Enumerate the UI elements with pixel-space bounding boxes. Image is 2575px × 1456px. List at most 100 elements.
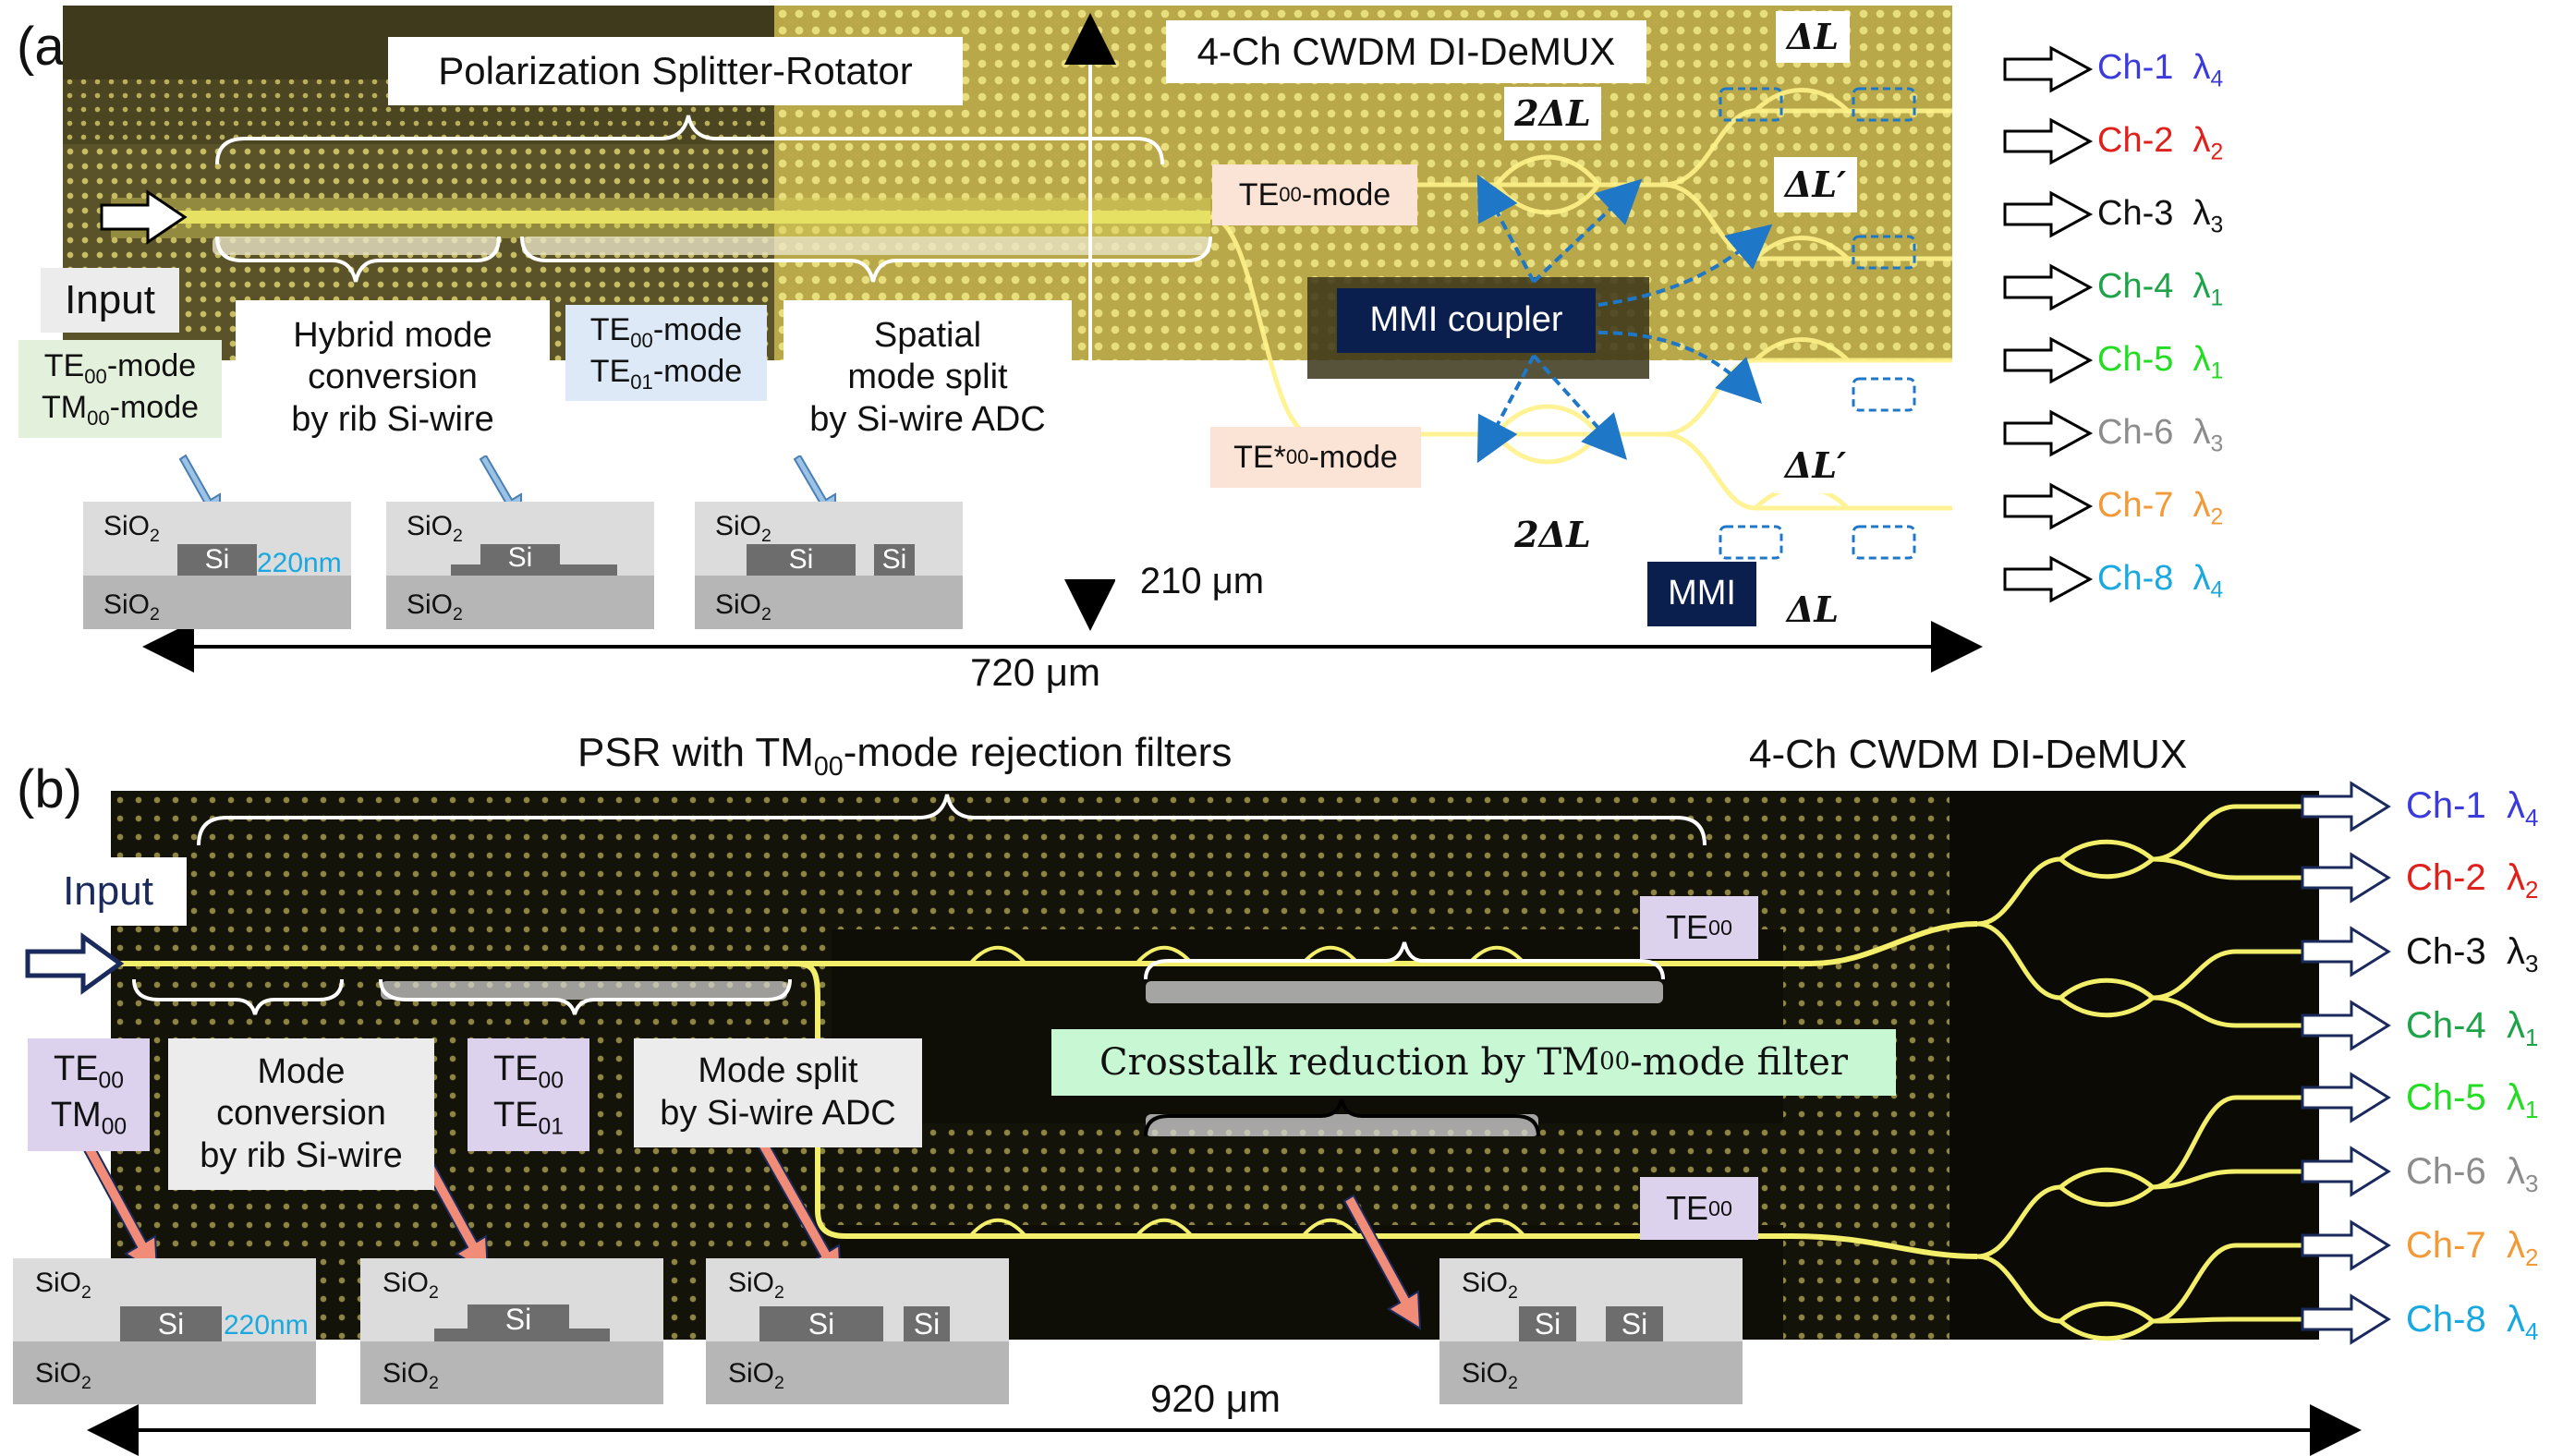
delay-dlp-bottom-a: ΔL′: [1774, 438, 1857, 493]
channel-b-8-name: Ch-8: [2406, 1299, 2486, 1340]
xsec-b3-si-wide: Si: [759, 1306, 883, 1341]
xsec-b3-sio2-top: SiO2: [728, 1268, 784, 1303]
xsec-a3-si-wide: Si: [747, 544, 856, 576]
channel-b-1-lambda: λ4: [2506, 785, 2539, 831]
delay-dl-top-a: ΔL: [1776, 11, 1850, 63]
spatial-line-3: by Si-wire ADC: [809, 399, 1046, 439]
channel-b-5: Ch-5 λ1: [2406, 1077, 2538, 1124]
channel-b-2-lambda: λ2: [2506, 857, 2539, 904]
height-dim-a: 210 μm: [1115, 549, 1289, 613]
input-modes-b: TE00 TM00: [28, 1038, 150, 1151]
xsec-b4-sio2-top: SiO2: [1462, 1268, 1518, 1303]
mode-split-line-1: Mode split: [698, 1051, 858, 1091]
channel-a-6-name: Ch-6: [2097, 413, 2174, 452]
xsec-a2-si: Si: [480, 542, 560, 573]
channel-a-4-lambda: λ1: [2192, 267, 2224, 311]
xsec-b3-sio2-bot: SiO2: [728, 1358, 784, 1393]
hybrid-line-2: conversion: [308, 358, 478, 397]
mode-split-label-b: Mode split by Si-wire ADC: [634, 1038, 922, 1147]
input-mode-te00-b: TE00: [53, 1049, 125, 1094]
demux-title-b: 4-Ch CWDM DI-DeMUX: [1749, 732, 2188, 777]
channel-a-7-lambda: λ2: [2192, 486, 2224, 530]
tm-filters-b: [968, 945, 1526, 1238]
channel-b-6-name: Ch-6: [2406, 1151, 2486, 1192]
channel-b-1-name: Ch-1: [2406, 785, 2486, 826]
psr-waveguide-glow-a: [111, 198, 1210, 238]
mode-conv-line-1: Mode: [257, 1051, 346, 1091]
xsec-a3-si-narrow: Si: [874, 544, 915, 576]
channel-b-4: Ch-4 λ1: [2406, 1005, 2538, 1052]
xsec-b1-thickness: 220nm: [224, 1310, 309, 1341]
channel-b-8-lambda: λ4: [2506, 1299, 2539, 1345]
channel-a-2-name: Ch-2: [2097, 121, 2174, 160]
channel-a-8: Ch-8 λ4: [2097, 559, 2223, 604]
hybrid-line-1: Hybrid mode: [293, 315, 492, 355]
dashed-boxes-a: [1719, 87, 1916, 560]
channel-a-1-lambda: λ4: [2192, 48, 2224, 92]
spatial-line-2: mode split: [847, 358, 1008, 397]
xsec-b2-sio2-top: SiO2: [383, 1268, 439, 1303]
channel-b-2-name: Ch-2: [2406, 857, 2486, 898]
xsec-b2-sio2-bot: SiO2: [383, 1358, 439, 1393]
width-dim-a: 720 μm: [970, 650, 1100, 694]
xsec-b1-sio2-bot: SiO2: [35, 1358, 91, 1393]
xsec-pointers-b: [65, 1110, 1422, 1330]
brace-hybrid-a: [215, 236, 501, 283]
channel-b-3-name: Ch-3: [2406, 931, 2486, 972]
channel-b-3-lambda: λ3: [2506, 931, 2539, 977]
channel-b-3: Ch-3 λ3: [2406, 931, 2538, 978]
xsec-b-1: SiO2 SiO2 Si 220nm: [13, 1258, 316, 1404]
channel-b-7-lambda: λ2: [2506, 1225, 2539, 1271]
channel-a-3: Ch-3 λ3: [2097, 194, 2223, 239]
rib-section-b: [381, 981, 787, 1000]
filter-top-section-b: [1146, 981, 1663, 1003]
rib-section-a: [213, 237, 499, 255]
te01-b: TE01: [492, 1096, 565, 1140]
hybrid-label-a: Hybrid mode conversion by rib Si-wire: [236, 300, 550, 455]
output-arrows-a: [2003, 45, 2094, 603]
input-label-a: Input: [41, 268, 179, 333]
channel-a-4: Ch-4 λ1: [2097, 267, 2223, 312]
chip-b-dark-right: [1949, 791, 2319, 1340]
xsec-a1-si: Si: [177, 544, 257, 576]
input-modes-a: TE00-mode TM00-mode: [18, 340, 222, 438]
input-mode-tm00-b: TM00: [50, 1096, 128, 1140]
xsec-a-2: SiO2 SiO2 Si: [386, 502, 654, 629]
channel-b-7: Ch-7 λ2: [2406, 1225, 2538, 1272]
channel-b-4-name: Ch-4: [2406, 1005, 2486, 1046]
spatial-label-a: Spatial mode split by Si-wire ADC: [783, 300, 1072, 455]
channel-b-8: Ch-8 λ4: [2406, 1299, 2538, 1346]
channel-b-1: Ch-1 λ4: [2406, 785, 2538, 832]
brace-psr-b: [197, 794, 1707, 846]
brace-filter-bottom-b: [1144, 1098, 1540, 1137]
channel-a-3-lambda: λ3: [2192, 194, 2224, 238]
input-arrow-a: [100, 189, 188, 245]
xsec-a-1: SiO2 SiO2 Si 220nm: [83, 502, 351, 629]
channel-a-1: Ch-1 λ4: [2097, 48, 2223, 93]
channel-a-5: Ch-5 λ1: [2097, 340, 2223, 385]
xsec-b1-sio2-top: SiO2: [35, 1268, 91, 1303]
demux-title-a: 4-Ch CWDM DI-DeMUX: [1166, 20, 1646, 83]
channel-a-6: Ch-6 λ3: [2097, 413, 2223, 458]
brace-adc-b: [379, 978, 792, 1015]
xsec-a1-sio2-bot: SiO2: [103, 589, 160, 625]
brace-psr-a: [215, 115, 1164, 165]
channel-b-2: Ch-2 λ2: [2406, 857, 2538, 904]
channel-a-4-name: Ch-4: [2097, 267, 2174, 306]
channel-a-1-name: Ch-1: [2097, 48, 2174, 87]
xsec-a-3: SiO2 SiO2 Si Si: [695, 502, 963, 629]
input-label-b: Input: [30, 857, 187, 926]
mode-conv-line-2: conversion: [216, 1094, 386, 1134]
input-mode-te00-a: TE00-mode: [43, 347, 197, 388]
panel-b-label: (b): [17, 759, 82, 819]
xsec-a3-sio2-bot: SiO2: [715, 589, 771, 625]
psr-title-a: Polarization Splitter-Rotator: [388, 37, 963, 105]
channel-a-8-lambda: λ4: [2192, 559, 2224, 603]
channel-b-7-name: Ch-7: [2406, 1225, 2486, 1266]
xsec-b-2: SiO2 SiO2 Si: [360, 1258, 663, 1404]
